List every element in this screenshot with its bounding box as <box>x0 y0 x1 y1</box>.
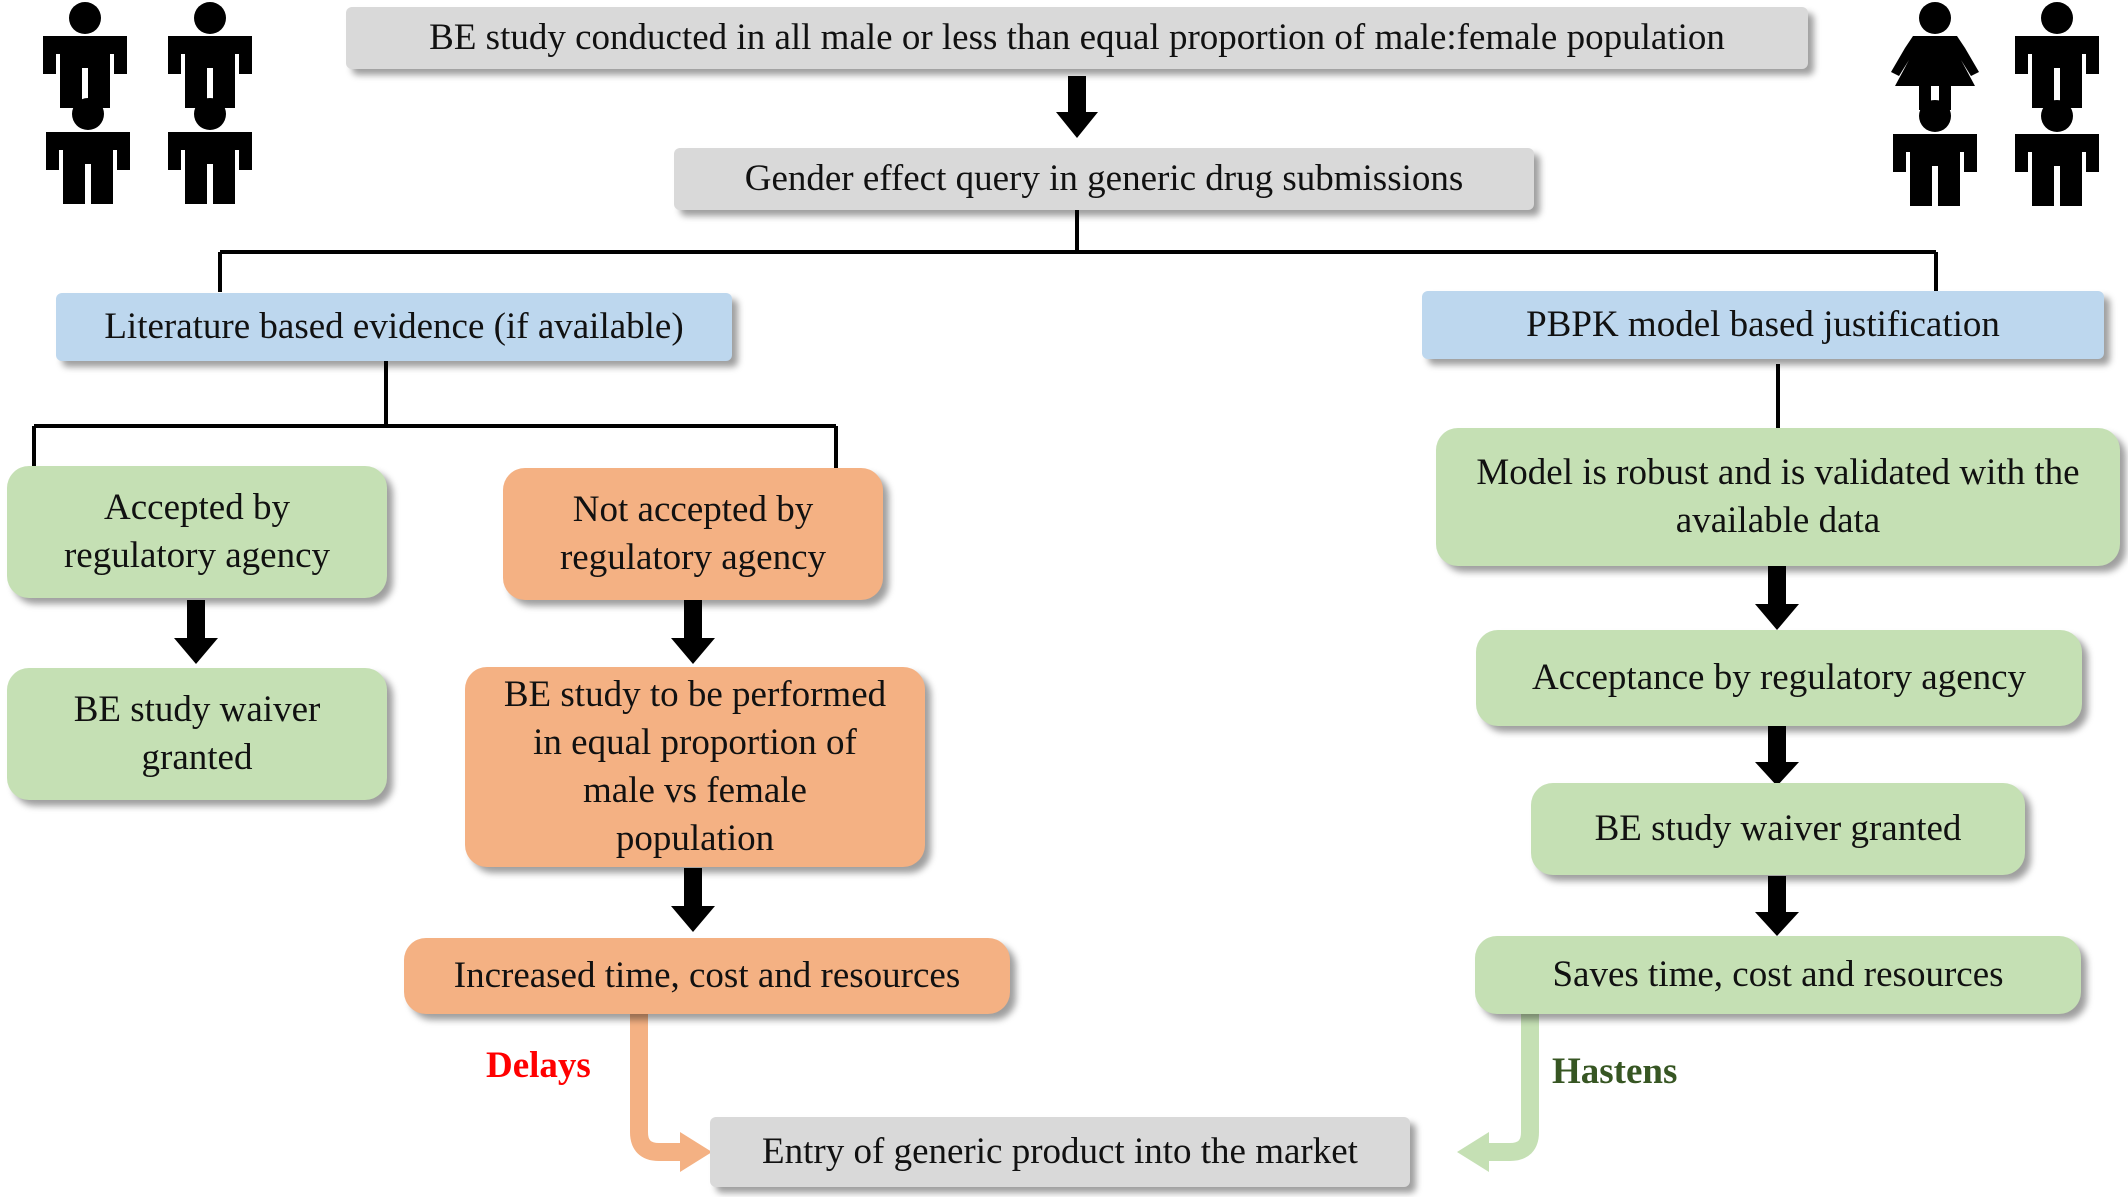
arrow-down-icon <box>1755 876 1799 936</box>
male-person-icon <box>168 2 252 108</box>
market-entry-box: Entry of generic product into the market <box>710 1117 1410 1187</box>
waiver-granted-right-box: BE study waiver granted <box>1531 783 2025 875</box>
delays-arrow <box>630 1014 712 1172</box>
down-arrows <box>174 76 1799 936</box>
hastens-label: Hastens <box>1552 1051 1678 1092</box>
male-person-icon <box>168 98 252 204</box>
male-person-icon <box>43 2 127 108</box>
male-person-icon <box>46 98 130 204</box>
increased-cost-box: Increased time, cost and resources <box>404 938 1010 1014</box>
arrow-down-icon <box>671 868 715 932</box>
arrow-down-icon <box>174 600 218 664</box>
pbpk-justification-box: PBPK model based justification <box>1422 291 2104 359</box>
waiver-granted-left-box: BE study waiver granted <box>7 668 387 800</box>
branch-lines <box>32 210 1938 468</box>
arrow-down-icon <box>671 600 715 664</box>
arrow-down-icon <box>1755 726 1799 786</box>
arrow-down-icon <box>1056 76 1098 138</box>
model-robust-box: Model is robust and is validated with th… <box>1436 428 2120 566</box>
male-person-icon <box>1893 100 1977 206</box>
gender-query-box: Gender effect query in generic drug subm… <box>674 148 1534 210</box>
male-person-icon <box>2015 100 2099 206</box>
saves-cost-box: Saves time, cost and resources <box>1475 936 2081 1014</box>
accepted-box: Accepted by regulatory agency <box>7 466 387 598</box>
delays-label: Delays <box>486 1045 591 1086</box>
literature-evidence-box: Literature based evidence (if available) <box>56 293 732 361</box>
male-person-icon <box>2015 2 2099 108</box>
acceptance-box: Acceptance by regulatory agency <box>1476 630 2082 726</box>
be-equal-proportion-box: BE study to be performed in equal propor… <box>465 667 925 867</box>
female-person-icon <box>1891 2 1979 110</box>
arrow-down-icon <box>1755 566 1799 630</box>
hastens-arrow <box>1457 1014 1539 1172</box>
not-accepted-box: Not accepted by regulatory agency <box>503 468 883 600</box>
study-population-box: BE study conducted in all male or less t… <box>346 7 1808 69</box>
